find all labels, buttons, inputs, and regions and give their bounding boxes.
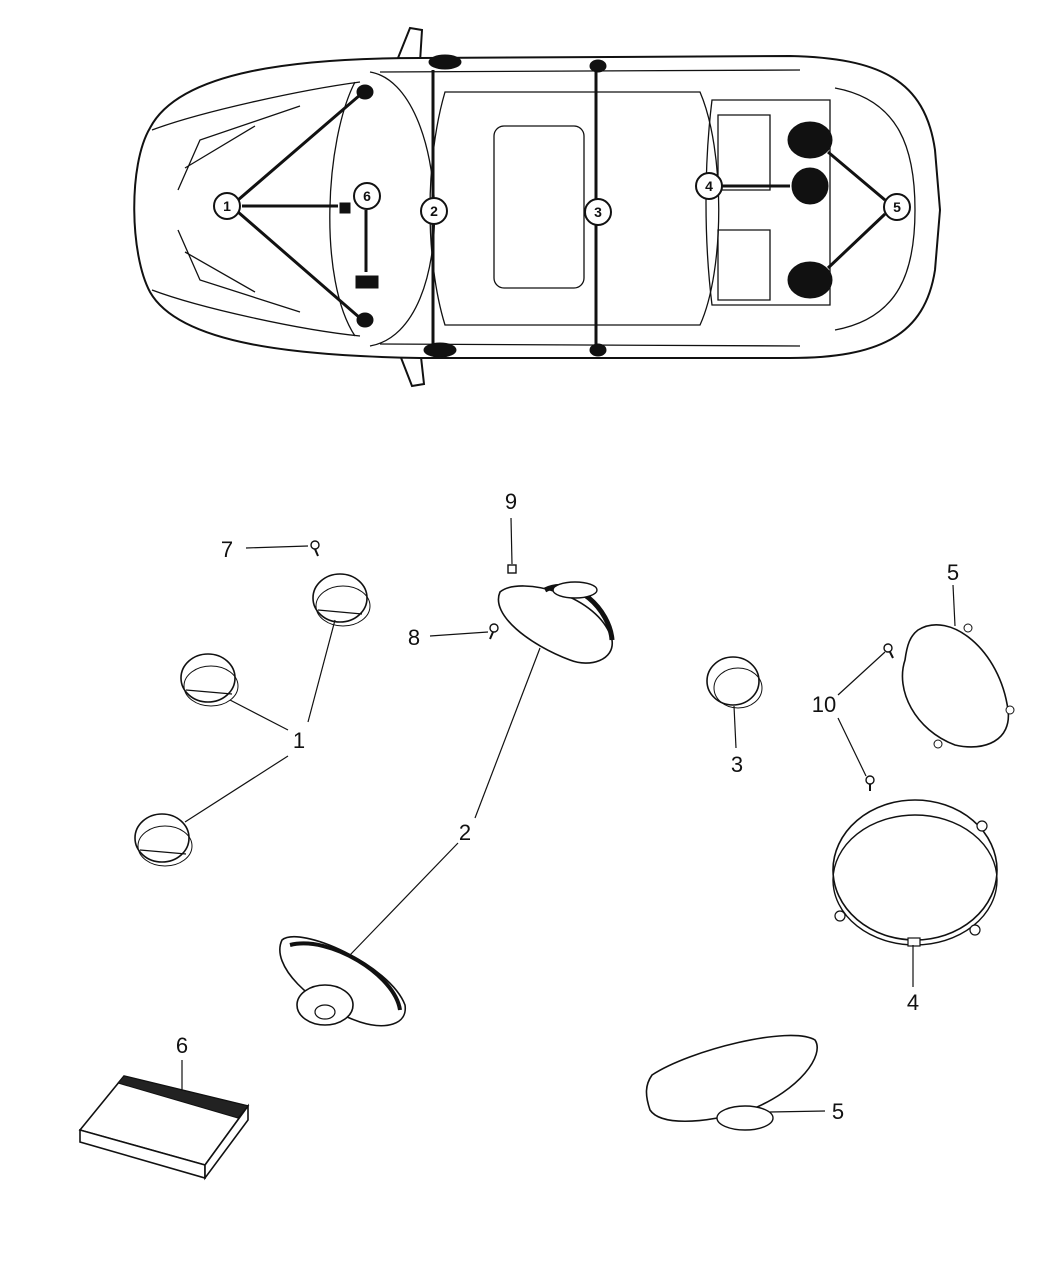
car-badge-1: 1 xyxy=(213,192,241,220)
hood-line xyxy=(151,81,361,131)
hood-vent xyxy=(177,105,301,191)
callout-leaders xyxy=(181,517,956,1113)
amplifier xyxy=(78,1075,250,1181)
callout-label: 10 xyxy=(812,692,836,717)
screw-10-upper xyxy=(883,643,894,659)
midrange-speaker xyxy=(706,656,763,709)
rear-door-location-left xyxy=(589,59,607,73)
sunroof xyxy=(493,125,585,289)
svg-text:5: 5 xyxy=(893,199,901,215)
car-badge-3: 3 xyxy=(584,198,612,226)
screw-8 xyxy=(489,623,499,640)
hood-line xyxy=(151,289,361,337)
callout-label: 4 xyxy=(907,990,919,1015)
clip-9 xyxy=(507,564,517,574)
tweeter-lower xyxy=(134,813,193,867)
leader-arrow xyxy=(237,93,361,202)
left-mirror xyxy=(396,26,424,64)
subwoofer-location xyxy=(791,167,829,205)
callout-label: 6 xyxy=(176,1033,188,1058)
car-badge-5: 5 xyxy=(883,193,911,221)
callout-label: 5 xyxy=(947,560,959,585)
svg-text:3: 3 xyxy=(594,204,602,220)
rear-deck xyxy=(705,99,831,306)
trunk-lid xyxy=(834,87,916,331)
callout-label: 2 xyxy=(459,820,471,845)
svg-text:4: 4 xyxy=(705,178,713,194)
car-top-view: 1 2 3 4 5 6 xyxy=(133,26,942,388)
callout-label: 7 xyxy=(221,537,233,562)
callout-label: 9 xyxy=(505,489,517,514)
screw-7 xyxy=(310,540,320,557)
rear-deck-speaker-left xyxy=(787,121,833,159)
svg-text:2: 2 xyxy=(430,203,438,219)
callout-label: 8 xyxy=(408,625,420,650)
tweeter-location-front-left xyxy=(356,84,374,100)
rear-headrest xyxy=(717,114,771,191)
leader-arrow xyxy=(237,210,361,320)
rear-door-location-right xyxy=(589,343,607,357)
subwoofer xyxy=(832,799,998,947)
car-badge-6: 6 xyxy=(353,182,381,210)
callout-label: 1 xyxy=(293,728,305,753)
tweeter-middle xyxy=(180,653,239,707)
door-speaker-lower xyxy=(279,935,406,1027)
svg-text:1: 1 xyxy=(223,198,231,214)
rear-speaker-upper xyxy=(901,623,1015,749)
callout-labels: 7 9 8 1 2 3 5 10 4 6 5 xyxy=(176,489,959,1124)
door-speaker-upper xyxy=(497,581,615,664)
rear-speaker-lower xyxy=(645,1034,818,1131)
door-speaker-location-right xyxy=(423,342,457,358)
tweeter-speakers xyxy=(134,573,371,867)
tweeter-upper xyxy=(312,573,371,627)
rear-headrest xyxy=(717,229,771,301)
svg-text:6: 6 xyxy=(363,188,371,204)
center-speaker-location xyxy=(339,202,351,214)
leader-arrow xyxy=(826,212,887,270)
leader-arrow xyxy=(827,150,886,202)
callout-label: 5 xyxy=(832,1099,844,1124)
amplifier-location xyxy=(355,275,379,289)
car-badge-4: 4 xyxy=(695,172,723,200)
callout-label: 3 xyxy=(731,752,743,777)
tweeter-location-front-right xyxy=(356,312,374,328)
hood-vent xyxy=(177,229,301,313)
screw-10-lower xyxy=(865,775,875,791)
door-speaker-location-left xyxy=(428,54,462,70)
hood-vent xyxy=(184,125,256,169)
car-badge-2: 2 xyxy=(420,197,448,225)
hood-vent xyxy=(184,251,256,293)
door-line xyxy=(379,69,801,73)
rear-deck-speaker-right xyxy=(787,261,833,299)
